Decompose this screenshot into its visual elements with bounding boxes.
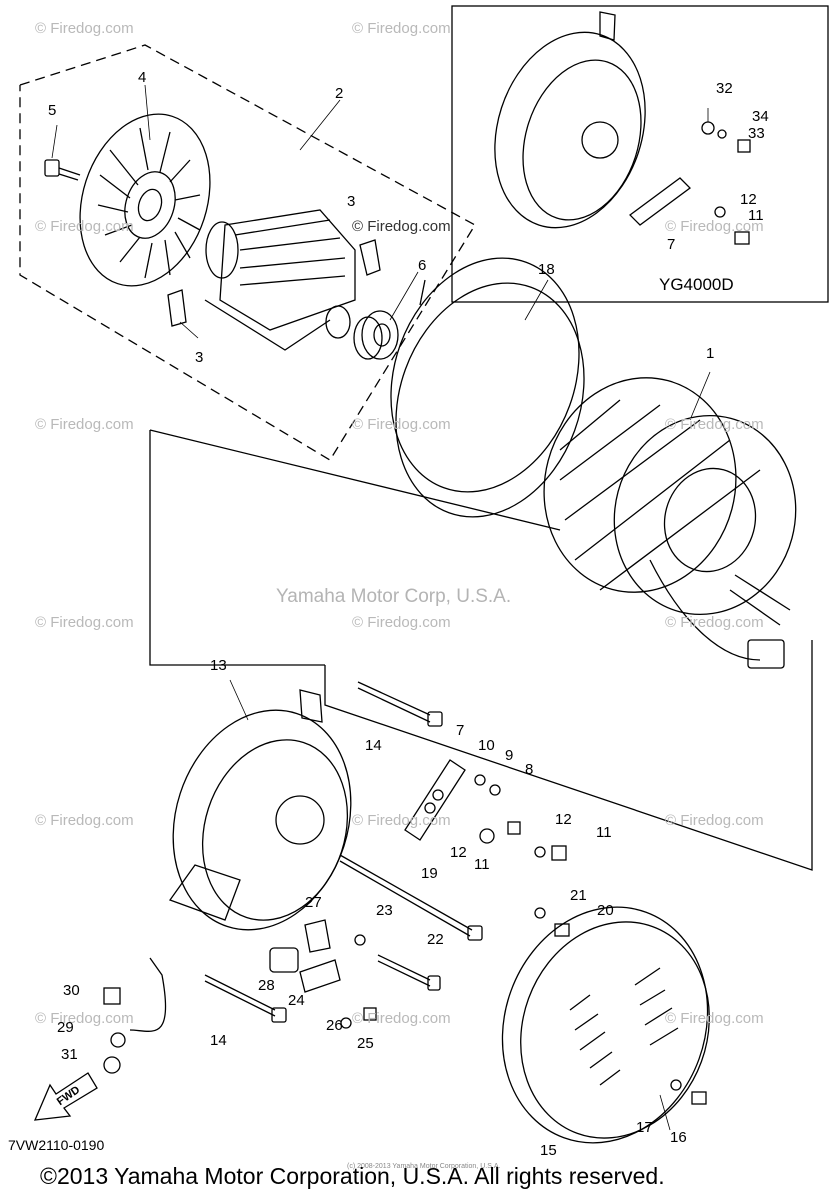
- bolt-14-upper: [357, 681, 443, 727]
- watermark: © Firedog.com: [352, 20, 451, 37]
- watermark: © Firedog.com: [35, 614, 134, 631]
- bolt-19: [339, 854, 483, 941]
- callout-7: 7: [456, 722, 465, 739]
- end-cover-13: [168, 689, 352, 931]
- bearing-6: [353, 310, 399, 360]
- inset-brush-holder-7: [629, 177, 691, 226]
- callout-27: 27: [305, 894, 322, 911]
- callout-20: 20: [597, 902, 614, 919]
- part-code: 7VW2110-0190: [8, 1137, 105, 1153]
- band-18: [390, 257, 585, 518]
- callout-3: 3: [347, 193, 356, 210]
- fwd-arrow: [33, 1072, 98, 1121]
- callout-18: 18: [538, 261, 555, 278]
- callout-33: 33: [748, 125, 765, 142]
- callout-12: 12: [450, 844, 467, 861]
- callout-26: 26: [326, 1017, 343, 1034]
- watermark: © Firedog.com: [665, 812, 764, 829]
- callout-25: 25: [357, 1035, 374, 1052]
- callout-2: 2: [335, 85, 344, 102]
- callout-16: 16: [670, 1129, 687, 1146]
- clip-3-upper: [359, 239, 381, 276]
- callout-19: 19: [421, 865, 438, 882]
- watermark: © Firedog.com: [352, 812, 451, 829]
- tiny-copyright-note: (c) 2008-2013 Yamaha Motor Corporation, …: [347, 1163, 501, 1170]
- callout-4: 4: [138, 69, 147, 86]
- clip-3-lower: [167, 289, 187, 327]
- brush-holder-7: [404, 759, 466, 841]
- watermark: © Firedog.com: [665, 1010, 764, 1027]
- ground-wire-29: [103, 957, 167, 1074]
- callout-31: 31: [61, 1046, 78, 1063]
- copyright-footer: ©2013 Yamaha Motor Corporation, U.S.A. A…: [40, 1163, 665, 1189]
- watermark: © Firedog.com: [352, 416, 451, 433]
- callout-23: 23: [376, 902, 393, 919]
- callout-15: 15: [540, 1142, 557, 1159]
- rotor: [204, 209, 356, 351]
- callout-7: 7: [667, 236, 676, 253]
- fan: [79, 113, 211, 287]
- callout-32: 32: [716, 80, 733, 97]
- bracket-frame-right: [324, 640, 813, 871]
- watermark: © Firedog.com: [352, 1010, 451, 1027]
- callout-3: 3: [195, 349, 204, 366]
- watermark: © Firedog.com: [35, 20, 134, 37]
- bracket-frame-left: [149, 430, 325, 666]
- callout-34: 34: [752, 108, 769, 125]
- callout-10: 10: [478, 737, 495, 754]
- watermark: © Firedog.com: [352, 614, 451, 631]
- callout-8: 8: [525, 761, 534, 778]
- bolt-14-lower: [204, 974, 287, 1023]
- rear-cover-15: [501, 906, 710, 1144]
- bolt-5: [44, 159, 81, 181]
- callout-24: 24: [288, 992, 305, 1009]
- callout-6: 6: [418, 257, 427, 274]
- bracket-frame-top: [149, 429, 561, 531]
- callout-1: 1: [706, 345, 715, 362]
- small-hardware: [340, 121, 751, 1105]
- callout-12: 12: [555, 811, 572, 828]
- inset-end-cover: [494, 11, 646, 229]
- watermark: © Firedog.com: [665, 218, 764, 235]
- callout-11: 11: [596, 824, 612, 841]
- callout-14: 14: [210, 1032, 227, 1049]
- watermark: © Firedog.com: [35, 218, 134, 235]
- callout-12: 12: [740, 191, 757, 208]
- center-watermark: Yamaha Motor Corp, U.S.A.: [276, 586, 512, 607]
- callout-28: 28: [258, 977, 275, 994]
- watermark: © Firedog.com: [665, 614, 764, 631]
- rotor-dashed-outline: [19, 44, 476, 461]
- callout-22: 22: [427, 931, 444, 948]
- spacer-parts: [269, 919, 341, 993]
- watermark: © Firedog.com: [35, 1010, 134, 1027]
- callout-5: 5: [48, 102, 57, 119]
- callout-13: 13: [210, 657, 227, 674]
- callout-29: 29: [57, 1019, 74, 1036]
- bolt-22: [377, 954, 441, 991]
- callout-11: 11: [748, 207, 764, 224]
- callout-11: 11: [474, 856, 490, 873]
- callout-30: 30: [63, 982, 80, 999]
- watermark: © Firedog.com: [35, 416, 134, 433]
- callout-21: 21: [570, 887, 587, 904]
- inset-box: [451, 5, 829, 303]
- watermark: © Firedog.com: [352, 218, 451, 235]
- model-label: YG4000D: [659, 275, 734, 294]
- stator-1: [543, 377, 797, 669]
- callout-9: 9: [505, 747, 514, 764]
- callout-14: 14: [365, 737, 382, 754]
- callout-17: 17: [636, 1119, 653, 1136]
- watermark: © Firedog.com: [35, 812, 134, 829]
- leader-lines: [51, 84, 711, 1131]
- watermark: © Firedog.com: [665, 416, 764, 433]
